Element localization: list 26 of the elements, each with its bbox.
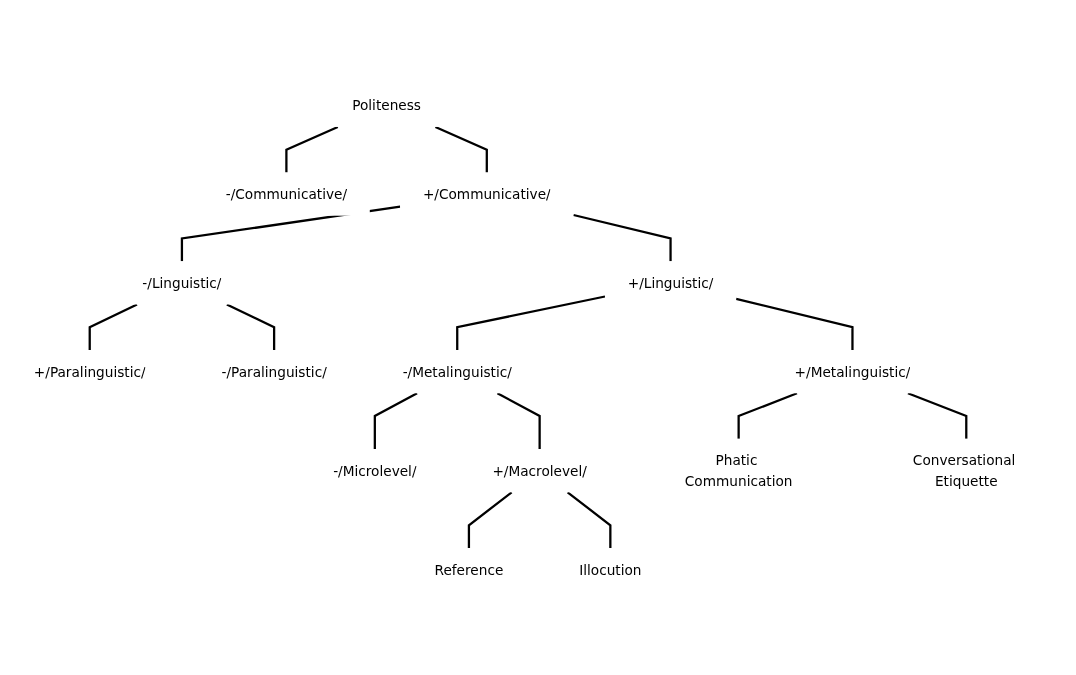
connector: [226, 303, 276, 350]
node-text: Conversational Etiquette: [912, 452, 1016, 489]
connector: [737, 392, 798, 439]
node-text: Reference: [434, 561, 504, 578]
connector: [180, 205, 401, 262]
connector: [735, 297, 854, 350]
node-text: Illocution: [579, 561, 642, 578]
connector: [566, 491, 612, 549]
node-text: Phatic Communication: [684, 452, 793, 489]
node-text: -/Microlevel/: [333, 462, 417, 479]
node-text: -/Paralinguistic/: [221, 363, 327, 380]
connector: [285, 125, 339, 173]
connector: [907, 392, 968, 439]
connector: [573, 213, 672, 262]
connector: [88, 303, 138, 350]
node-text: +/Metalinguistic/: [794, 363, 911, 380]
connector: [434, 125, 488, 173]
connector: [467, 491, 513, 549]
connector: [456, 295, 606, 350]
node-text: +/Macrolevel/: [492, 462, 587, 479]
node-text: -/Linguistic/: [142, 274, 222, 291]
node-text: +/Linguistic/: [627, 274, 714, 291]
node-text: -/Metalinguistic/: [402, 363, 512, 380]
node-text: +/Communicative/: [422, 186, 551, 203]
node-text: Politeness: [352, 97, 421, 114]
node-text: +/Paralinguistic/: [33, 363, 146, 380]
